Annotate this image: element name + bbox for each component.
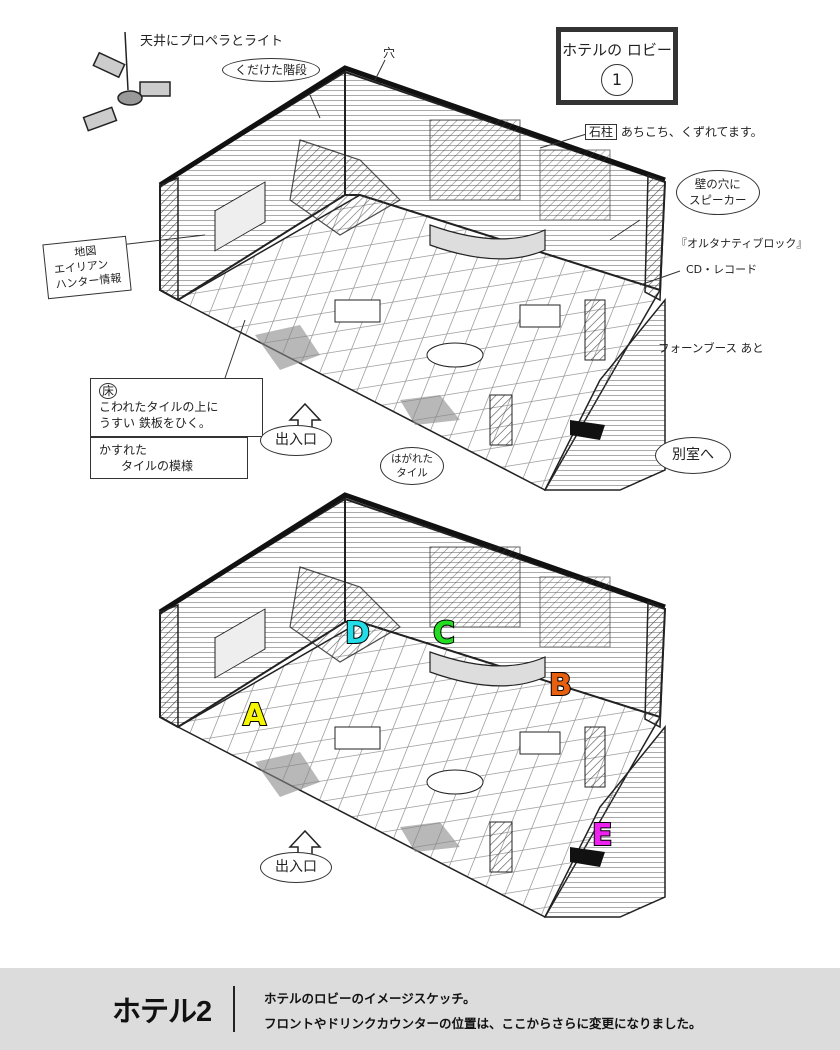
note-faded-tiles: かすれた タイルの模様 — [90, 437, 248, 480]
note-faded-line2: タイルの模様 — [121, 459, 194, 474]
note-floor-tag: 床 — [99, 383, 118, 399]
note-stone-pillar-tag: 石柱 — [585, 124, 618, 140]
note-phone-booth: フォーンブース あと — [658, 341, 764, 355]
note-peeled-tiles: はがれた タイル — [380, 447, 444, 486]
note-floor-line2: うすい 鉄板をひく。 — [99, 416, 211, 431]
note-entrance-2: 出入口 — [260, 852, 332, 883]
sketch-lobby-2 — [160, 495, 665, 917]
sketch-number: 1 — [601, 64, 633, 96]
note-music: 『オルタナティブロック』 — [676, 237, 808, 250]
note-annex: 別室へ — [655, 437, 731, 474]
note-peeled-line2: タイル — [396, 467, 428, 480]
note-wall-hole: 壁の穴に — [694, 177, 741, 191]
sketch-title-box: ホテルの ロビー 1 — [556, 27, 678, 105]
caption-bar: ホテル2 ホテルのロビーのイメージスケッチ。 フロントやドリンクカウンターの位置… — [0, 968, 840, 1050]
note-stone-pillar-text: あちこち、くずれてます。 — [620, 125, 763, 139]
note-speaker: 壁の穴に スピーカー — [676, 170, 760, 216]
sketch-title: ホテルの ロビー — [562, 41, 672, 59]
caption-title: ホテル2 — [112, 996, 212, 1028]
caption-divider — [233, 986, 235, 1032]
marker-b: B — [548, 667, 573, 704]
marker-d: D — [344, 615, 371, 652]
note-peeled-line1: はがれた — [391, 453, 433, 465]
note-floor: 床 こわれたタイルの上に うすい 鉄板をひく。 — [90, 378, 263, 437]
note-stone-pillar: 石柱 あちこち、くずれてます。 — [585, 124, 763, 140]
marker-c: C — [432, 615, 456, 652]
note-faded-line1: かすれた — [99, 443, 148, 457]
note-ceiling-fan: 天井にプロペラとライト — [140, 34, 284, 49]
note-records: CD・レコード — [686, 263, 758, 276]
ceiling-fan-drawing — [82, 31, 171, 132]
note-broken-stairs: くだけた階段 — [222, 58, 321, 83]
caption-line-1: ホテルのロビーのイメージスケッチ。 — [264, 992, 476, 1006]
marker-a: A — [242, 697, 267, 734]
note-hole: 穴 — [383, 46, 396, 60]
note-floor-line1: こわれたタイルの上に — [99, 400, 219, 415]
note-speaker-text: スピーカー — [689, 192, 747, 207]
caption-line-2: フロントやドリンクカウンターの位置は、ここからさらに変更になりました。 — [264, 1017, 702, 1031]
note-map: 地図 エイリアン ハンター情報 — [42, 235, 132, 299]
note-entrance: 出入口 — [260, 425, 332, 456]
lobby-sketches — [82, 31, 681, 965]
marker-e: E — [591, 817, 613, 854]
